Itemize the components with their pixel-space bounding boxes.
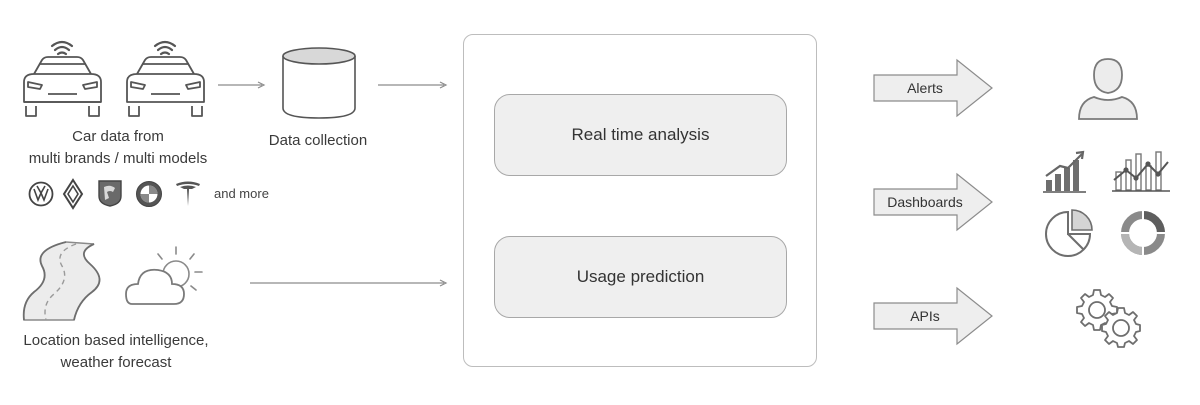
- car-data-label: Car data from multi brands / multi model…: [0, 126, 236, 170]
- data-collection-label: Data collection: [268, 132, 368, 149]
- realtime-analysis-box: Real time analysis: [494, 94, 787, 176]
- donut-chart-icon: [1120, 210, 1166, 256]
- volkswagen-logo-icon: [28, 181, 54, 207]
- alerts-label: Alerts: [907, 80, 943, 96]
- flow-arrow: [218, 81, 266, 89]
- car-data-label-line1: Car data from: [72, 128, 164, 145]
- road-icon: [22, 241, 101, 321]
- line-chart-icon: [1112, 151, 1170, 192]
- location-label-line2: weather forecast: [60, 354, 172, 371]
- weather-icon: [125, 246, 203, 305]
- car-icon: [23, 40, 102, 117]
- location-label-line1: Location based intelligence,: [23, 332, 209, 349]
- alerts-arrow: [873, 58, 993, 118]
- gears-icon: [1076, 289, 1141, 348]
- apis-label: APIs: [910, 308, 940, 324]
- car-data-label-line2: multi brands / multi models: [28, 150, 208, 167]
- bmw-logo-icon: [136, 181, 162, 207]
- dashboards-arrow: [873, 172, 993, 232]
- peugeot-logo-icon: [98, 180, 122, 207]
- flow-arrow: [250, 279, 448, 287]
- usage-prediction-box: Usage prediction: [494, 236, 787, 318]
- flow-arrow: [378, 81, 448, 89]
- database-icon: [282, 47, 356, 119]
- brands-more-label: and more: [214, 186, 269, 201]
- bar-chart-icon: [1043, 150, 1086, 193]
- location-label: Location based intelligence, weather for…: [0, 330, 232, 374]
- user-icon: [1078, 58, 1138, 120]
- pie-chart-icon: [1045, 209, 1093, 257]
- renault-logo-icon: [62, 178, 84, 210]
- apis-arrow: [873, 286, 993, 346]
- car-icon: [126, 40, 205, 117]
- tesla-logo-icon: [176, 181, 200, 206]
- dashboards-label: Dashboards: [887, 194, 963, 210]
